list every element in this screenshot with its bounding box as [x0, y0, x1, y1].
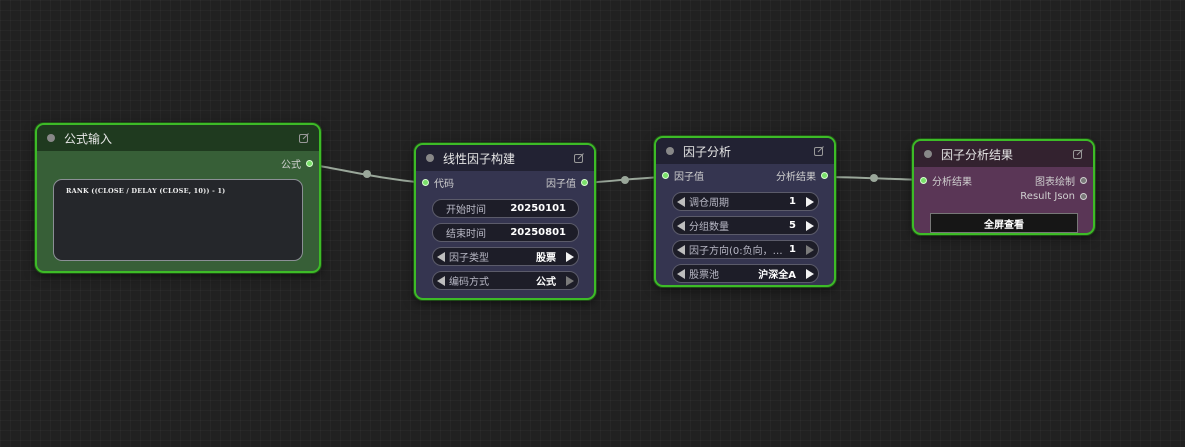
link-midpoint-2[interactable]	[621, 176, 629, 184]
node-title-bar[interactable]: 公式输入	[37, 125, 319, 151]
arrow-left-icon[interactable]	[677, 269, 685, 279]
output-pin[interactable]	[821, 172, 828, 179]
widget-label: 调仓周期	[689, 198, 729, 209]
output-label: 分析结果	[776, 172, 816, 183]
widget-label: 股票池	[689, 270, 719, 281]
arrow-right-icon[interactable]	[566, 276, 574, 286]
output-slot-row: 公式	[37, 156, 319, 171]
analysis-result-node[interactable]: 因子分析结果 分析结果 图表绘制 Result Json 全屏查看	[912, 139, 1095, 235]
output-pin[interactable]	[581, 179, 588, 186]
node-title-bar[interactable]: 线性因子构建	[416, 145, 594, 171]
input-pin[interactable]	[422, 179, 429, 186]
arrow-left-icon[interactable]	[677, 197, 685, 207]
factor-direction-stepper[interactable]: 因子方向(0:负向，… 1	[672, 240, 819, 259]
slot-row: 因子值 分析结果	[656, 168, 834, 183]
output-slot[interactable]: 因子值	[546, 175, 588, 190]
output-pin[interactable]	[1080, 193, 1087, 200]
output-pin[interactable]	[306, 160, 313, 167]
input-slot[interactable]: 代码	[422, 175, 454, 190]
arrow-left-icon[interactable]	[677, 221, 685, 231]
input-label: 分析结果	[932, 177, 972, 188]
fullscreen-view-button[interactable]: 全屏查看	[930, 213, 1078, 233]
widget-value: 1	[789, 196, 796, 207]
formula-input-node[interactable]: 公式输入 公式 RANK ((CLOSE / DELAY (CLOSE, 10)…	[35, 123, 321, 273]
group-count-stepper[interactable]: 分组数量 5	[672, 216, 819, 235]
input-slot[interactable]: 因子值	[662, 168, 704, 183]
input-pin[interactable]	[662, 172, 669, 179]
widget-label: 因子类型	[449, 253, 489, 264]
edit-icon[interactable]	[1073, 149, 1083, 159]
input-label: 代码	[434, 179, 454, 190]
edit-icon[interactable]	[574, 153, 584, 163]
node-body: 代码 因子值 开始时间 20250101 结束时间 20250801 因子类型 …	[416, 175, 594, 298]
node-title-bar[interactable]: 因子分析	[656, 138, 834, 164]
link-midpoint-1[interactable]	[363, 170, 371, 178]
stock-pool-combo[interactable]: 股票池 沪深全A	[672, 264, 819, 283]
arrow-right-icon[interactable]	[806, 197, 814, 207]
status-dot-icon	[426, 154, 434, 162]
widget-value: 20250101	[510, 203, 566, 214]
encoding-combo[interactable]: 编码方式 公式	[432, 271, 579, 290]
node-title: 因子分析	[683, 144, 732, 159]
node-title: 线性因子构建	[443, 151, 516, 166]
output-label: 公式	[281, 160, 301, 171]
factor-type-combo[interactable]: 因子类型 股票	[432, 247, 579, 266]
arrow-right-icon[interactable]	[806, 245, 814, 255]
slot-row: Result Json	[914, 189, 1093, 204]
widget-value: 公式	[536, 277, 556, 288]
arrow-right-icon[interactable]	[806, 221, 814, 231]
widget-value: 1	[789, 244, 796, 255]
link-midpoint-3[interactable]	[870, 174, 878, 182]
input-slot[interactable]: 分析结果	[920, 173, 972, 188]
input-label: 因子值	[674, 172, 704, 183]
widget-label: 因子方向(0:负向，…	[689, 246, 783, 257]
widget-value: 20250801	[510, 227, 566, 238]
link-formula-to-linear[interactable]	[307, 163, 426, 184]
widget-value: 5	[789, 220, 796, 231]
status-dot-icon	[47, 134, 55, 142]
rebalance-period-stepper[interactable]: 调仓周期 1	[672, 192, 819, 211]
output-slot[interactable]: 公式	[281, 156, 313, 171]
widget-label: 分组数量	[689, 222, 729, 233]
widget-value: 股票	[536, 253, 556, 264]
node-body: 因子值 分析结果 调仓周期 1 分组数量 5 因子方向(0:负向，… 1	[656, 168, 834, 285]
output-slot-json[interactable]: Result Json	[1020, 189, 1087, 204]
arrow-right-icon[interactable]	[806, 269, 814, 279]
output-slot[interactable]: 分析结果	[776, 168, 828, 183]
widget-label: 开始时间	[446, 205, 486, 216]
node-body: 分析结果 图表绘制 Result Json 全屏查看	[914, 173, 1093, 233]
widget-label: 结束时间	[446, 229, 486, 240]
widget-value: 沪深全A	[758, 270, 796, 281]
output-label: Result Json	[1020, 191, 1075, 202]
slot-row: 代码 因子值	[416, 175, 594, 190]
output-label: 因子值	[546, 179, 576, 190]
arrow-left-icon[interactable]	[437, 252, 445, 262]
linear-factor-node[interactable]: 线性因子构建 代码 因子值 开始时间 20250101 结束时间 2025080…	[414, 143, 596, 300]
factor-analysis-node[interactable]: 因子分析 因子值 分析结果 调仓周期 1 分组数量 5	[654, 136, 836, 287]
slot-row: 分析结果 图表绘制	[914, 173, 1093, 188]
status-dot-icon	[666, 147, 674, 155]
edit-icon[interactable]	[299, 133, 309, 143]
arrow-right-icon[interactable]	[566, 252, 574, 262]
node-title: 因子分析结果	[941, 147, 1014, 162]
status-dot-icon	[924, 150, 932, 158]
node-title-bar[interactable]: 因子分析结果	[914, 141, 1093, 167]
arrow-left-icon[interactable]	[677, 245, 685, 255]
output-pin[interactable]	[1080, 177, 1087, 184]
formula-textarea[interactable]: RANK ((CLOSE / DELAY (CLOSE, 10)) - 1)	[53, 179, 303, 261]
end-date-field[interactable]: 结束时间 20250801	[432, 223, 579, 242]
node-title: 公式输入	[64, 131, 113, 146]
input-pin[interactable]	[920, 177, 927, 184]
widget-label: 编码方式	[449, 277, 489, 288]
edit-icon[interactable]	[814, 146, 824, 156]
output-label: 图表绘制	[1035, 177, 1075, 188]
output-slot-chart[interactable]: 图表绘制	[1035, 173, 1087, 188]
start-date-field[interactable]: 开始时间 20250101	[432, 199, 579, 218]
arrow-left-icon[interactable]	[437, 276, 445, 286]
node-body: 公式 RANK ((CLOSE / DELAY (CLOSE, 10)) - 1…	[37, 156, 319, 261]
link-analysis-to-result[interactable]	[822, 176, 926, 181]
